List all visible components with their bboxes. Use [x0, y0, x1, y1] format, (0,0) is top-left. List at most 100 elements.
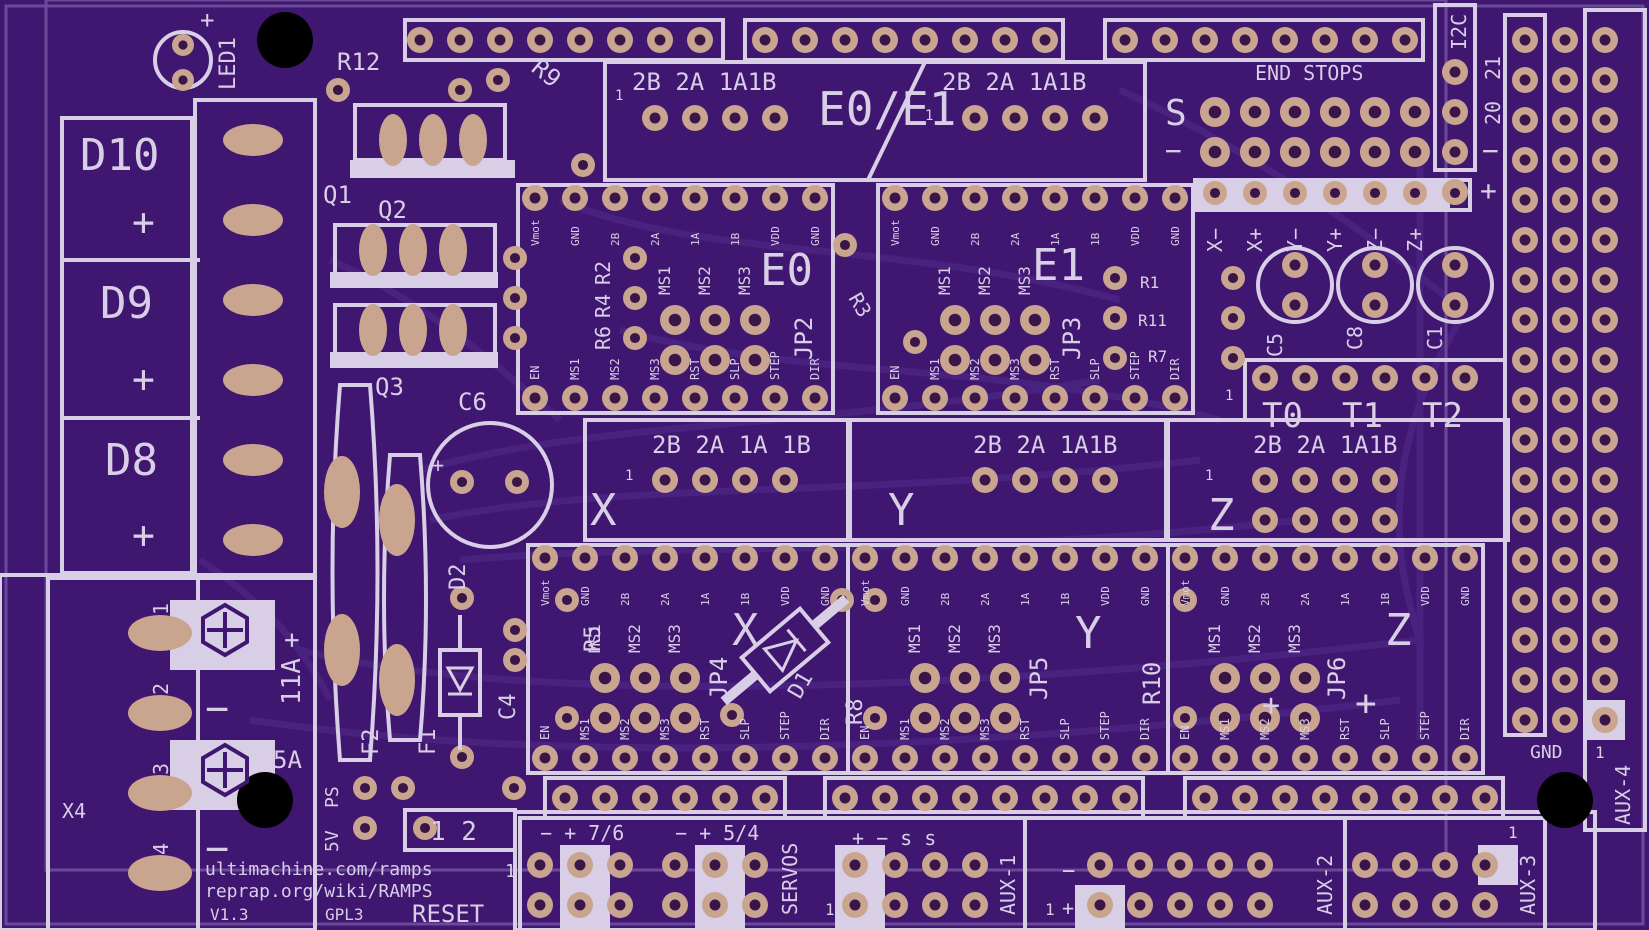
- pad-hole: [1359, 34, 1371, 46]
- pad-hole: [539, 752, 551, 764]
- pad-hole: [929, 859, 941, 871]
- pad-hole: [614, 899, 626, 911]
- driver-pin-label: 2B: [619, 592, 632, 606]
- pad-hole: [839, 34, 851, 46]
- pad-hole: [948, 353, 962, 367]
- pad-hole: [1519, 594, 1531, 606]
- pad-hole: [1559, 474, 1571, 486]
- pad-hole: [649, 392, 661, 404]
- pad-hole: [1368, 145, 1382, 159]
- label-x-conn: X: [590, 485, 617, 536]
- pad-hole: [1439, 899, 1451, 911]
- pad-hole: [1139, 552, 1151, 564]
- pad-hole: [1129, 192, 1141, 204]
- label-reset: RESET: [412, 900, 484, 928]
- pad-hole: [779, 552, 791, 564]
- pad-hole: [1519, 714, 1531, 726]
- pad-hole: [1019, 474, 1031, 486]
- label-x-plus: X+: [1243, 228, 1267, 252]
- pad-hole: [1449, 259, 1461, 271]
- driver-pin-label: EN: [1178, 726, 1192, 740]
- pad-hole: [649, 192, 661, 204]
- pad-hole: [1174, 899, 1186, 911]
- label-z-driver-plus: +: [1355, 683, 1377, 724]
- label-servo-76: − + 7/6: [540, 821, 624, 845]
- pad-hole: [1009, 192, 1021, 204]
- pad-hole: [1519, 554, 1531, 566]
- pad-hole: [1299, 474, 1311, 486]
- label-e1-driver: E1: [1032, 240, 1085, 291]
- pad-hole: [419, 822, 431, 834]
- pad-hole: [1559, 634, 1571, 646]
- pad-hole: [1359, 859, 1371, 871]
- pad-hole: [619, 552, 631, 564]
- pad-hole: [699, 752, 711, 764]
- label-z-pin1: 1: [1205, 468, 1213, 484]
- pad-hole: [1449, 106, 1461, 118]
- pad-hole: [1379, 372, 1391, 384]
- pad-hole: [1299, 752, 1311, 764]
- pad-hole: [1419, 372, 1431, 384]
- pad-hole: [1059, 752, 1071, 764]
- pad-hole: [1129, 392, 1141, 404]
- pad-hole: [1049, 112, 1061, 124]
- pad-hole: [456, 592, 468, 604]
- label-r5: R5: [581, 626, 606, 653]
- pad-hole: [708, 353, 722, 367]
- pad-hole: [979, 752, 991, 764]
- label-jp2: JP2: [790, 317, 818, 360]
- pad-hole: [1059, 474, 1071, 486]
- driver-pin-label: VDD: [1419, 586, 1432, 606]
- driver-pin-label: 1B: [739, 592, 752, 606]
- pad-hole: [1449, 66, 1461, 78]
- label-aux4-pin1: 1: [1595, 743, 1605, 762]
- pad-hole: [1408, 105, 1422, 119]
- pad-hole: [1099, 752, 1111, 764]
- pad-hole: [1599, 154, 1611, 166]
- driver-pin-label: RST: [698, 718, 712, 740]
- pad-hole: [659, 552, 671, 564]
- driver-pin-label: MS2: [625, 624, 644, 653]
- pad-hole: [1559, 74, 1571, 86]
- pad-hole: [1399, 859, 1411, 871]
- label-jumper-1-2: 1 2: [430, 817, 477, 847]
- driver-pin-label: SLP: [1378, 718, 1392, 740]
- pad-hole: [629, 252, 641, 264]
- label-r2: R2: [591, 261, 615, 285]
- pad-hole: [1139, 752, 1151, 764]
- pad-hole: [958, 711, 972, 725]
- label-q1: Q1: [323, 181, 352, 209]
- label-d2: D2: [446, 564, 471, 591]
- pad-hole: [1599, 394, 1611, 406]
- pad-hole: [1039, 792, 1051, 804]
- label-e1-pin1: 1: [925, 108, 933, 124]
- pad-hole: [1219, 752, 1231, 764]
- label-term-3: 3: [149, 763, 173, 775]
- label-jp6-plus: +: [1262, 688, 1280, 723]
- label-servo-54: − + 5/4: [675, 821, 759, 845]
- pad-hole: [1359, 899, 1371, 911]
- pad-hole: [1039, 34, 1051, 46]
- pad-hole: [1049, 192, 1061, 204]
- pad-hole: [1449, 187, 1461, 199]
- label-d9: D9: [100, 278, 153, 329]
- pad-hole: [1599, 714, 1611, 726]
- driver-pin-label: 1A: [689, 232, 702, 246]
- label-servos: SERVOS: [778, 843, 802, 915]
- pad-hole: [1459, 552, 1471, 564]
- label-r7: R7: [1148, 347, 1167, 366]
- pad-hole: [1599, 594, 1611, 606]
- pad-hole: [948, 313, 962, 327]
- pad-hole: [1254, 859, 1266, 871]
- driver-pin-label: 1B: [729, 232, 742, 246]
- label-c8: C8: [1343, 326, 1367, 350]
- pad-hole: [899, 552, 911, 564]
- pad-hole: [609, 192, 621, 204]
- pad-hole: [1459, 372, 1471, 384]
- pad-hole: [1214, 859, 1226, 871]
- driver-pin-label: MS1: [578, 718, 592, 740]
- driver-pin-label: MS1: [898, 718, 912, 740]
- label-term-1: 1: [149, 603, 173, 615]
- driver-pin-label: GND: [899, 586, 912, 606]
- pad-hole: [561, 594, 573, 606]
